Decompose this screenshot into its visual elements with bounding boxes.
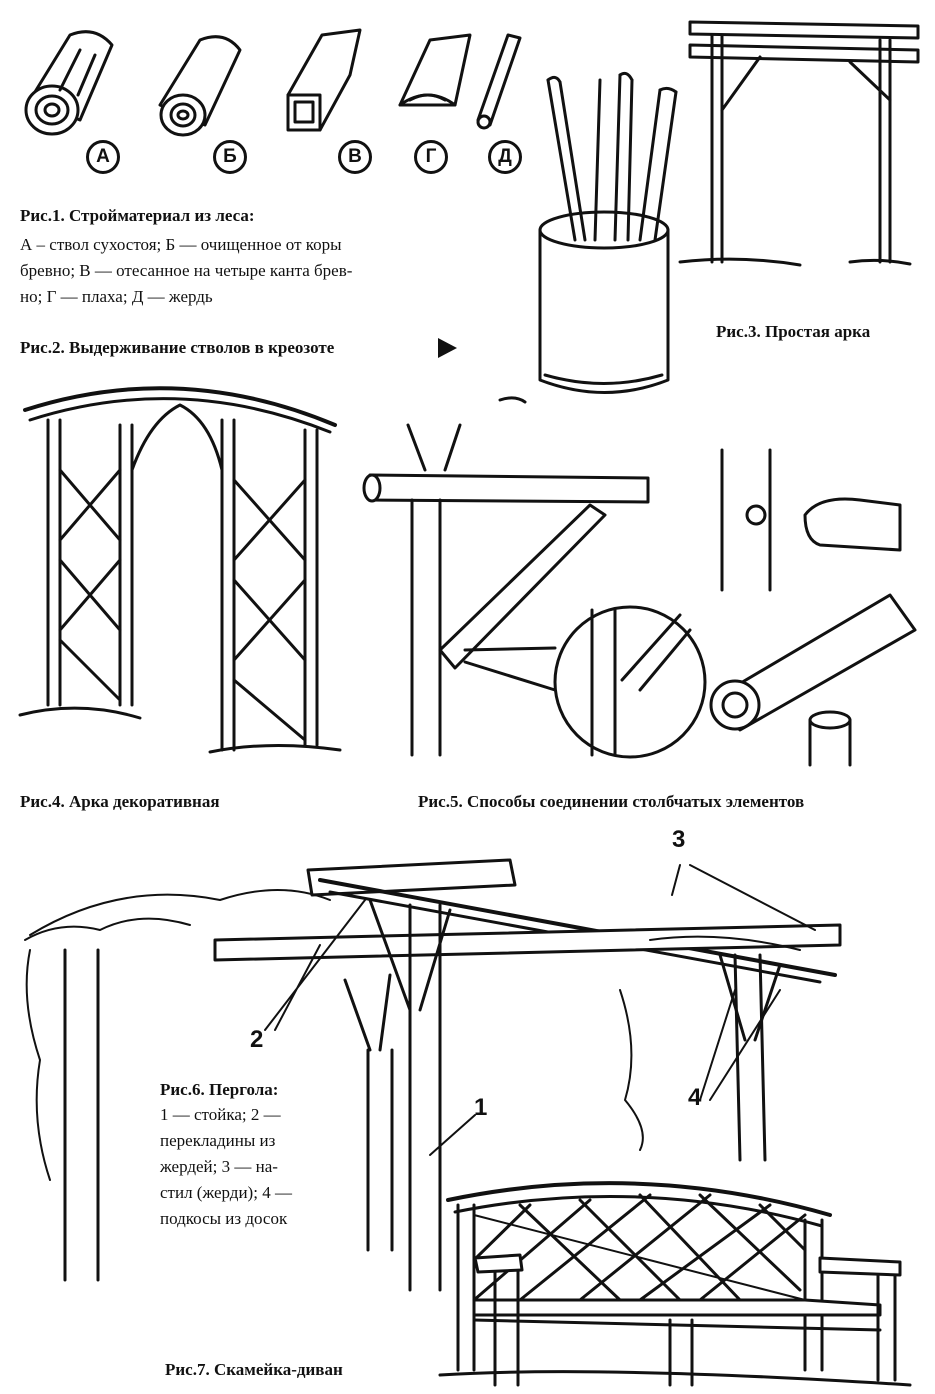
fig1-title: Рис.1. Стройматериал из леса: [20, 206, 255, 225]
simple-arch-drawing [678, 20, 920, 267]
fig1-description: А – ствол сухостоя; Б — очищенное от кор… [20, 232, 460, 310]
label-b: Б [223, 146, 237, 167]
log-hewn-drawing [286, 28, 362, 132]
fig5-title: Рис.5. Способы соединении столбчатых эле… [418, 792, 805, 811]
fig6-line4: стил (жерди); 4 — [160, 1183, 292, 1202]
callout-lines [264, 864, 816, 1156]
fig1-line3: но; Г — плаха; Д — жердь [20, 287, 213, 306]
label-g-circle: Г [414, 140, 448, 174]
callout-4: 4 [688, 1084, 702, 1111]
label-v: В [348, 146, 362, 167]
log-trunk-drawing [24, 30, 114, 136]
log-plank-drawing [398, 33, 472, 107]
label-g: Г [425, 146, 437, 167]
callout-3: 3 [672, 826, 686, 853]
label-b-circle: Б [213, 140, 247, 174]
fig6-line1: 1 — стойка; 2 — [160, 1105, 281, 1124]
fig3-title: Рис.3. Простая арка [716, 322, 871, 341]
label-d-circle: Д [488, 140, 522, 174]
pergola-drawing [24, 858, 842, 1292]
fig6-line5: подкосы из досок [160, 1209, 288, 1228]
callout-2: 2 [250, 1026, 264, 1053]
bench-drawing [438, 1181, 912, 1387]
fig1-line1: А – ствол сухостоя; Б — очищенное от кор… [20, 235, 342, 254]
fig6-line3: жердей; 3 — на- [160, 1157, 278, 1176]
log-pole-drawing [476, 33, 522, 130]
label-v-circle: В [338, 140, 372, 174]
joint-methods-drawing [362, 423, 917, 767]
log-debarked-drawing [158, 35, 242, 137]
label-a-circle: А [86, 140, 120, 174]
fig6-description: 1 — стойка; 2 — перекладины из жердей; 3… [160, 1102, 350, 1232]
fig2-title: Рис.2. Выдерживание стволов в креозоте [20, 338, 335, 357]
fig4-title: Рис.4. Арка декоративная [20, 792, 220, 811]
creosote-bucket-drawing [498, 71, 678, 404]
fig6-line2: перекладины из [160, 1131, 276, 1150]
label-d: Д [498, 146, 512, 167]
fig1-line2: бревно; В — отесанное на четыре канта бр… [20, 261, 353, 280]
callout-1: 1 [474, 1094, 488, 1121]
fig6-title: Рис.6. Пергола: [160, 1080, 279, 1099]
fig7-title: Рис.7. Скамейка-диван [165, 1360, 343, 1379]
label-a: А [96, 146, 110, 167]
decorative-arch-drawing [18, 386, 342, 754]
arrow-right-icon [438, 338, 457, 358]
